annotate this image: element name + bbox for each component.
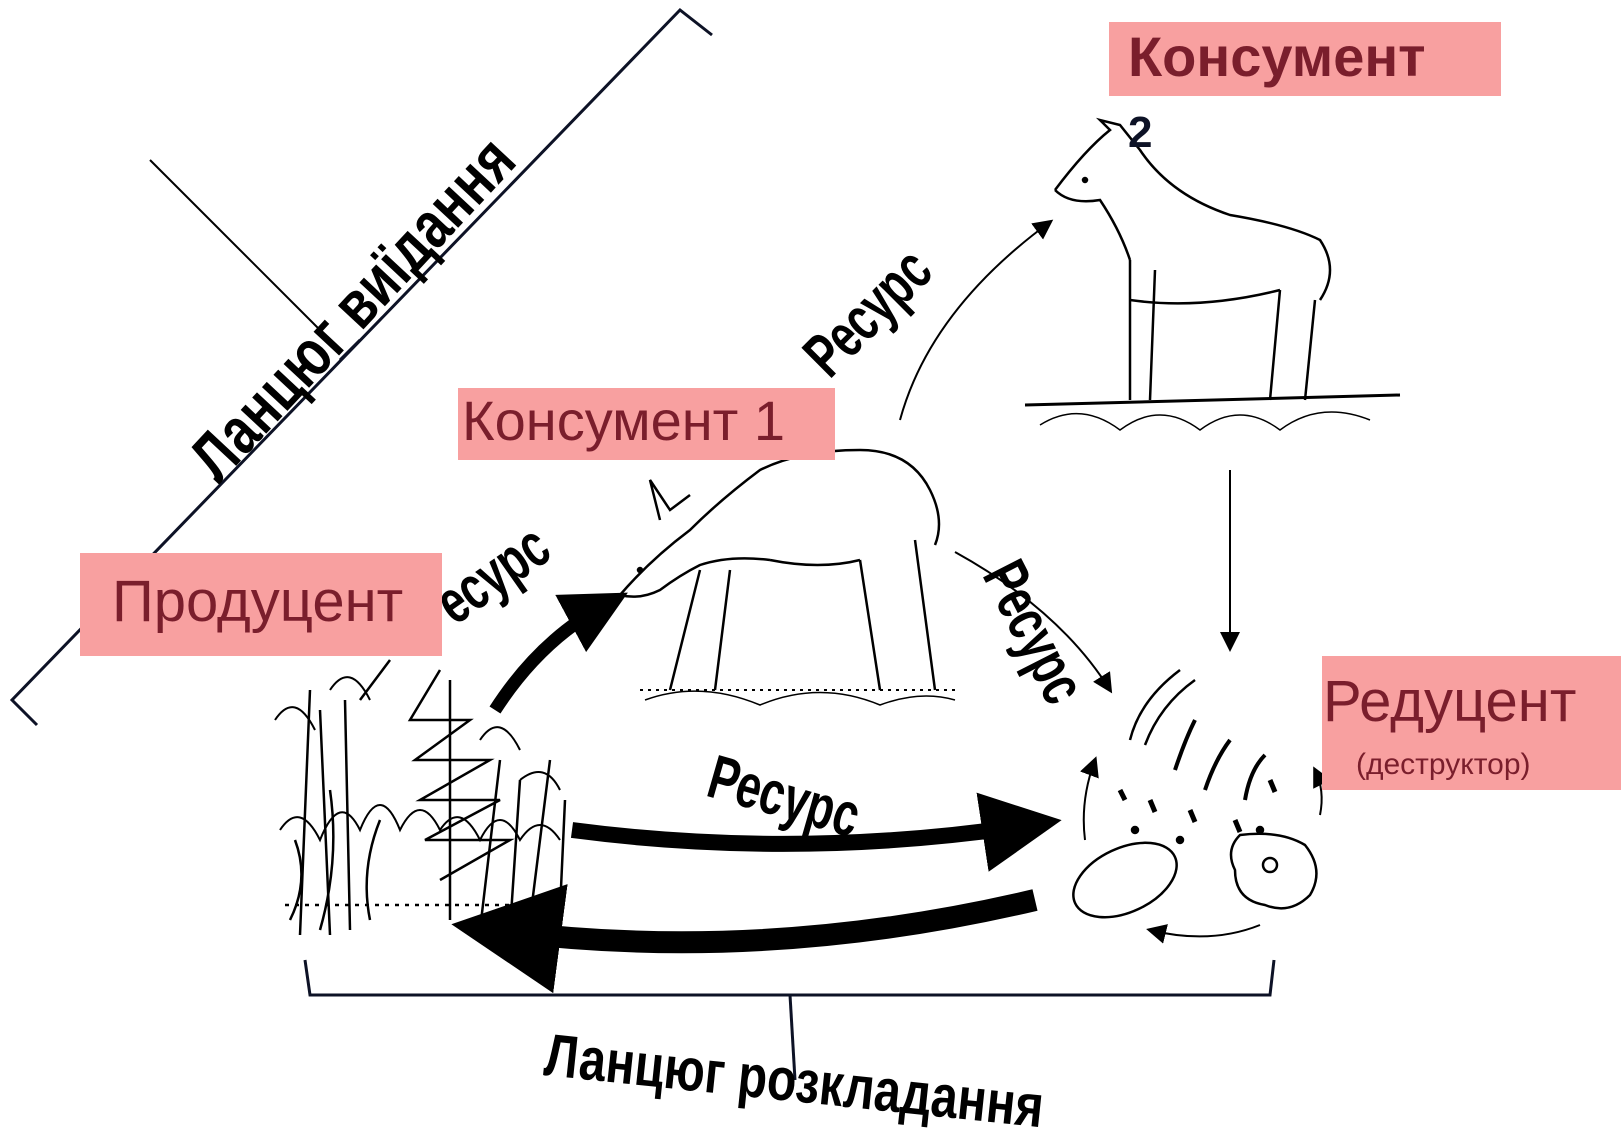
wolf-illustration <box>1025 120 1400 430</box>
reducer-label: Редуцент <box>1323 668 1576 735</box>
arrow-reducer-to-producer <box>495 900 1035 942</box>
consumer2-label: Консумент <box>1128 24 1426 89</box>
consumer2-index: 2 <box>1128 108 1152 158</box>
reducer-sublabel: (деструктор) <box>1356 748 1531 782</box>
producer-plants-illustration <box>275 660 565 935</box>
grazing-chain-pointer <box>150 160 320 330</box>
producer-label: Продуцент <box>112 568 403 635</box>
deer-illustration <box>620 450 960 705</box>
consumer1-label: Консумент 1 <box>462 388 785 453</box>
microorganisms-illustration <box>1062 670 1322 936</box>
arrow-producer-to-consumer1 <box>495 605 605 710</box>
arrow-consumer1-to-consumer2 <box>900 222 1050 420</box>
